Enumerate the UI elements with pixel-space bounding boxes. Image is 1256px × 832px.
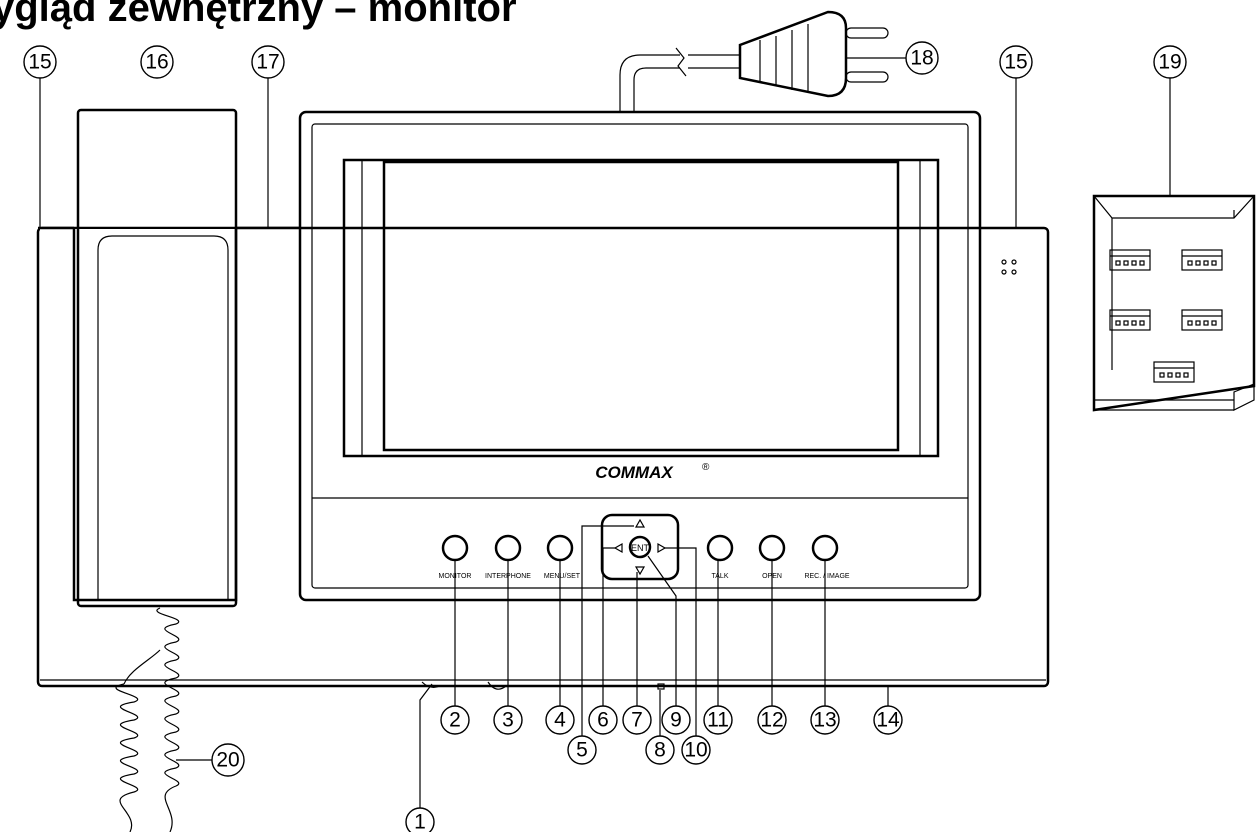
callout-leaders <box>39 57 1171 808</box>
menu-set-button[interactable]: MENU/SET <box>544 534 581 580</box>
talk-button-label: TALK <box>712 573 729 580</box>
callout-9: 9 <box>661 705 691 735</box>
svg-text:20: 20 <box>216 749 239 772</box>
brand-logo: COMMAX <box>595 463 674 482</box>
svg-text:1: 1 <box>414 811 426 832</box>
svg-text:6: 6 <box>597 709 609 732</box>
callout-19: 19 <box>1153 45 1187 79</box>
svg-text:16: 16 <box>145 51 168 74</box>
terminal-block <box>1092 194 1256 412</box>
right-arrow-icon[interactable] <box>657 542 667 554</box>
callout-18: 18 <box>905 41 939 75</box>
svg-text:5: 5 <box>576 739 588 762</box>
svg-text:12: 12 <box>760 709 783 732</box>
svg-text:2: 2 <box>449 709 461 732</box>
terminal-connector <box>1181 249 1223 271</box>
callout-3: 3 <box>493 705 523 735</box>
down-arrow-icon[interactable] <box>634 566 646 576</box>
callout-13: 13 <box>810 705 840 735</box>
menu-set-button-label: MENU/SET <box>544 573 581 580</box>
callout-7: 7 <box>622 705 652 735</box>
power-plug <box>619 10 889 112</box>
callout-12: 12 <box>757 705 787 735</box>
callout-4: 4 <box>545 705 575 735</box>
ent-button-label: ENT <box>631 543 650 553</box>
svg-text:14: 14 <box>876 709 900 732</box>
callout-15-left: 15 <box>23 45 57 79</box>
svg-text:10: 10 <box>684 739 707 762</box>
svg-text:4: 4 <box>554 709 566 732</box>
terminal-connector <box>1181 309 1223 331</box>
handset <box>38 108 300 608</box>
svg-text:17: 17 <box>256 51 279 74</box>
svg-text:3: 3 <box>502 709 514 732</box>
callout-2: 2 <box>440 705 470 735</box>
callout-5: 5 <box>567 735 597 765</box>
terminal-connector <box>1153 361 1195 383</box>
svg-text:9: 9 <box>670 709 682 732</box>
svg-text:7: 7 <box>631 709 643 732</box>
lcd-screen <box>382 160 900 452</box>
bottom-details <box>150 681 888 690</box>
svg-text:8: 8 <box>654 739 666 762</box>
svg-text:15: 15 <box>1004 51 1027 74</box>
brand-registered-mark: ® <box>702 462 710 473</box>
callout-6: 6 <box>588 705 618 735</box>
monitor-housing <box>36 226 1050 688</box>
left-arrow-icon[interactable] <box>613 542 623 554</box>
callout-8: 8 <box>645 735 675 765</box>
callout-1: 1 <box>405 807 435 832</box>
callout-11: 11 <box>703 705 733 735</box>
svg-text:19: 19 <box>1158 51 1181 74</box>
callout-15-right: 15 <box>999 45 1033 79</box>
up-arrow-icon[interactable] <box>634 518 646 528</box>
terminal-connector <box>1109 249 1151 271</box>
callout-20: 20 <box>211 743 245 777</box>
svg-text:18: 18 <box>910 47 933 70</box>
callout-14: 14 <box>873 705 903 735</box>
speaker-holes <box>1001 259 1017 275</box>
rec-image-button[interactable]: REC. / IMAGE <box>804 534 850 580</box>
front-panel <box>298 110 982 602</box>
callout-10: 10 <box>681 735 711 765</box>
rec-image-button-label: REC. / IMAGE <box>804 573 849 580</box>
page-title: ygląd zewnętrzny – monitor <box>0 0 517 30</box>
svg-text:11: 11 <box>707 709 729 732</box>
navigation-pad <box>600 513 680 581</box>
svg-text:15: 15 <box>28 51 51 74</box>
svg-text:13: 13 <box>813 709 836 732</box>
talk-button[interactable]: TALK <box>706 534 734 580</box>
terminal-connector <box>1109 309 1151 331</box>
callout-17: 17 <box>251 45 285 79</box>
coiled-cord <box>115 607 180 832</box>
ent-button[interactable]: ENT <box>628 535 652 559</box>
callout-16: 16 <box>140 45 174 79</box>
